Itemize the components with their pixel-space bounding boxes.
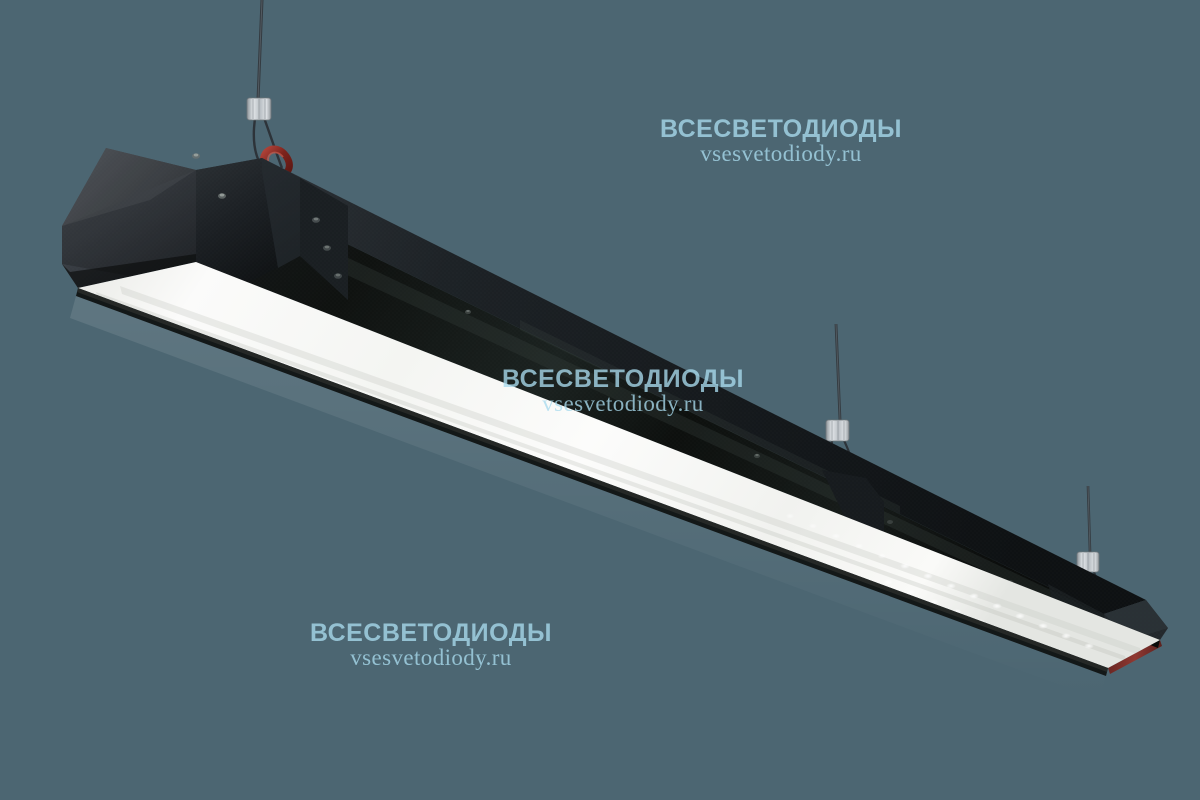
suspension-left	[246, 0, 293, 180]
luminaire-body	[62, 148, 1168, 700]
diffuser-panel	[76, 262, 1160, 676]
end-cap-red-lip	[1108, 640, 1162, 674]
mounting-bracket-left	[192, 153, 348, 300]
left-end-cap	[62, 148, 196, 288]
